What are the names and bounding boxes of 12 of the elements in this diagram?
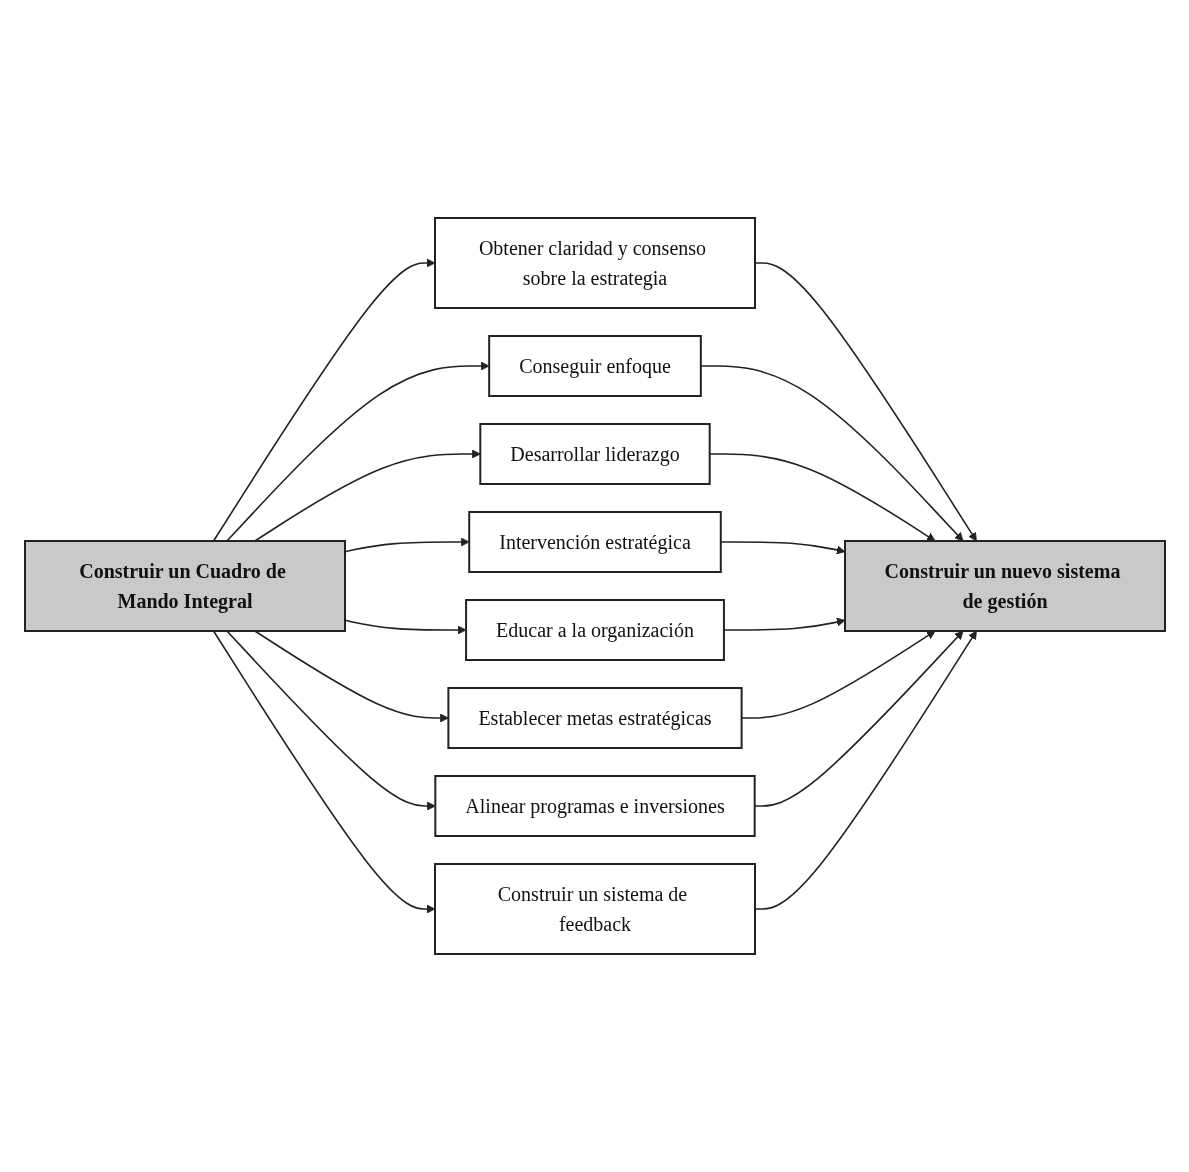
node-box: Obtener claridad y consenso sobre la estrategia: [433, 217, 756, 309]
node-box: Construir un sistema de feedback: [433, 863, 756, 955]
node-box: Intervención estratégica: [467, 511, 722, 573]
node-box: Establecer metas estratégicas: [446, 687, 743, 749]
node-box: Educar a la organización: [464, 599, 725, 661]
arrow: [212, 258, 435, 542]
arrow: [212, 630, 435, 914]
node-box: Construir un nuevo sistema de gestión: [843, 540, 1166, 632]
node-box: Alinear programas e inversiones: [433, 775, 756, 837]
node-box: Desarrollar liderazgo: [478, 423, 711, 485]
node-box: Conseguir enfoque: [487, 335, 702, 397]
node-box: Construir un Cuadro de Mando Integral: [23, 540, 346, 632]
